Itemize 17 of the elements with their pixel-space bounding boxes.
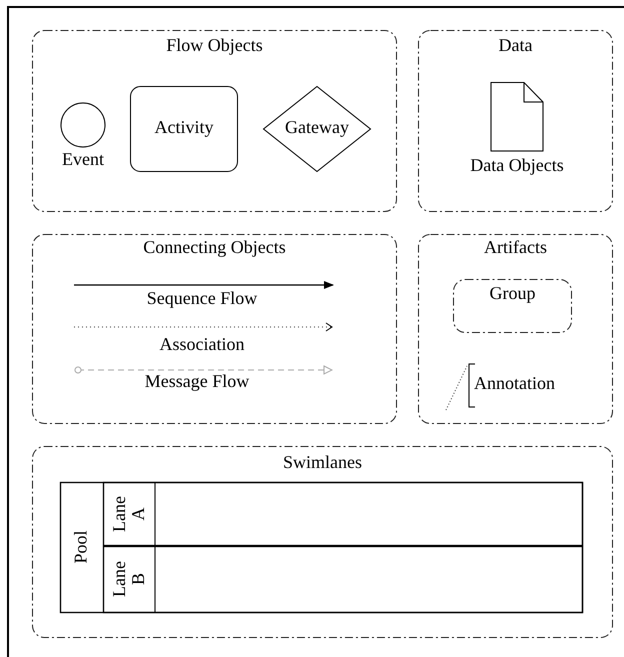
node-label: Group xyxy=(488,284,536,304)
node-label: Annotation xyxy=(474,374,555,394)
lane-label: Lane B xyxy=(110,560,148,599)
flow-label: Message Flow xyxy=(144,372,250,392)
group-title: Connecting Objects xyxy=(142,238,287,258)
group-title: Flow Objects xyxy=(165,36,264,56)
group-title: Artifacts xyxy=(483,238,548,258)
node-label: Event xyxy=(61,150,105,170)
node-label: Gateway xyxy=(284,118,350,138)
pool-label: Pool xyxy=(72,530,90,566)
flow-label: Sequence Flow xyxy=(146,289,258,309)
group-title: Swimlanes xyxy=(282,453,363,473)
node-label: Activity xyxy=(154,118,214,138)
flow-label: Association xyxy=(158,335,246,355)
node-label: Data Objects xyxy=(469,156,565,176)
lane-label: Lane A xyxy=(110,495,148,534)
group-title: Data xyxy=(498,36,534,56)
